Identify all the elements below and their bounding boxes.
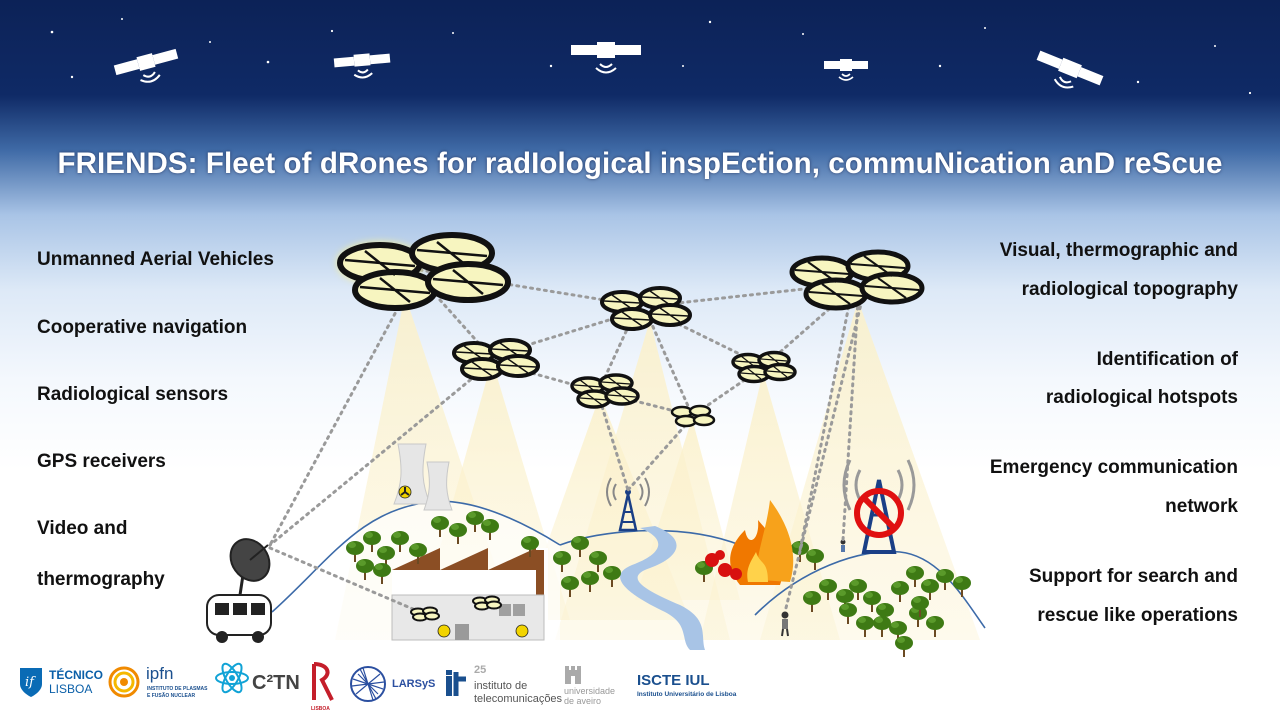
person-icon <box>840 539 846 552</box>
logo-iscte-iul: ISCTE IUL Instituto Universitário de Lis… <box>637 672 737 698</box>
drone-large-2 <box>789 249 925 311</box>
satellite-icon <box>113 48 179 83</box>
logo-instituto-telecomunicacoes: 25 instituto de telecomunicações <box>446 664 562 708</box>
logo-tecnico-lisboa: if TÉCNICO LISBOA <box>18 666 103 700</box>
antenna-tower <box>606 477 650 532</box>
label-uav: Unmanned Aerial Vehicles <box>37 249 274 270</box>
label-video: Video and <box>37 518 128 539</box>
drone-medium-2 <box>452 338 540 381</box>
fire-icon <box>705 500 794 585</box>
satellite-icon <box>824 59 868 81</box>
stars <box>50 18 1252 95</box>
satellite-icon <box>333 53 391 79</box>
label-topography-2: radiological topography <box>1021 279 1238 300</box>
logo-c2tn: C²TN <box>214 660 300 700</box>
logo-larsys: LARSyS <box>348 664 438 704</box>
label-search-rescue-1: Support for search and <box>1028 566 1238 587</box>
page-title: FRIENDS: Fleet of dRones for radIologica… <box>57 147 1223 180</box>
person-icon <box>781 611 789 637</box>
label-radiological-sensors: Radiological sensors <box>37 384 229 405</box>
factory <box>391 548 548 641</box>
label-gps-receivers: GPS receivers <box>37 451 166 472</box>
drone-tiny <box>670 404 716 428</box>
label-thermography: thermography <box>37 569 165 590</box>
label-emergency-1: Emergency communication <box>989 457 1238 478</box>
satellite-icon <box>571 42 641 74</box>
drone-small-1 <box>570 373 640 409</box>
logo-universidade-aveiro: universidade de aveiro <box>562 664 626 710</box>
svg-text:if: if <box>25 675 36 690</box>
drone-medium-1 <box>600 286 692 331</box>
label-topography-1: Visual, thermographic and <box>999 240 1238 261</box>
nuclear-plant <box>393 443 453 511</box>
ground-station-van <box>206 538 272 643</box>
label-hotspots-1: Identification of <box>1096 349 1238 370</box>
drone-small-2 <box>731 350 797 384</box>
label-cooperative-navigation: Cooperative navigation <box>37 317 248 338</box>
label-emergency-2: network <box>1165 496 1238 517</box>
label-search-rescue-2: rescue like operations <box>1037 605 1238 626</box>
antenna-tower-disabled <box>842 459 916 554</box>
satellite-icon <box>1036 50 1104 89</box>
logo-isr: LISBOA <box>308 660 340 716</box>
logo-ipfn: ipfn INSTITUTO DE PLASMAS E FUSÃO NUCLEA… <box>108 664 208 704</box>
drone-large-1 <box>337 232 511 311</box>
drone-indoor <box>410 595 502 622</box>
label-hotspots-2: radiological hotspots <box>1045 387 1238 408</box>
